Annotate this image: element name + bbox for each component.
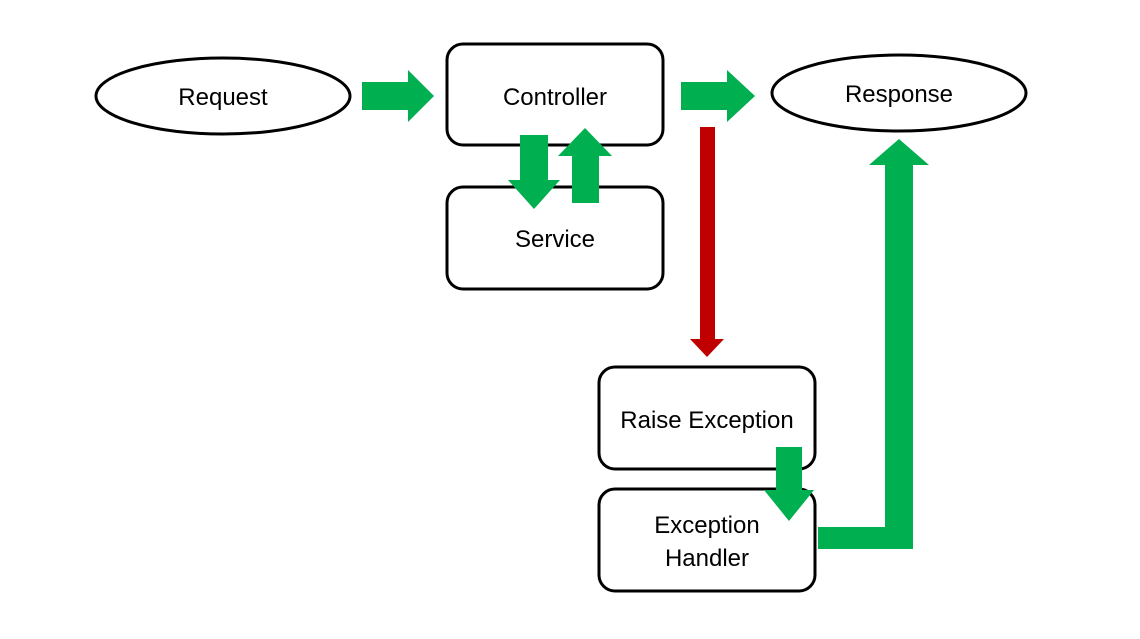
arrow-controller-to-response [681,70,755,122]
arrow-controller-to-service [508,135,560,209]
arrow-service-to-controller [558,128,612,203]
response-label: Response [845,81,953,108]
node-exception-handler: Exception Handler [597,487,817,593]
exception-handler-box [597,487,817,593]
service-box [445,185,665,291]
exception-handler-label-line1: Exception [654,512,759,539]
node-request: Request [94,56,352,136]
arrow-exception-handler-to-response [818,139,929,549]
arrow-controller-to-raise-exception [690,127,724,357]
node-response: Response [770,53,1028,133]
arrow-request-to-controller [362,70,434,122]
raise-exception-box [597,365,817,471]
request-ellipse [94,56,352,136]
response-ellipse [770,53,1028,133]
service-label: Service [515,226,595,253]
node-service: Service [445,185,665,291]
request-label: Request [178,84,268,111]
exception-handler-label-line2: Handler [665,545,749,572]
controller-label: Controller [503,84,607,111]
arrow-raise-exception-to-exception-handler [764,447,814,521]
raise-exception-label: Raise Exception [620,407,793,434]
node-raise-exception: Raise Exception [597,365,817,471]
node-controller: Controller [445,42,665,147]
controller-box [445,42,665,147]
